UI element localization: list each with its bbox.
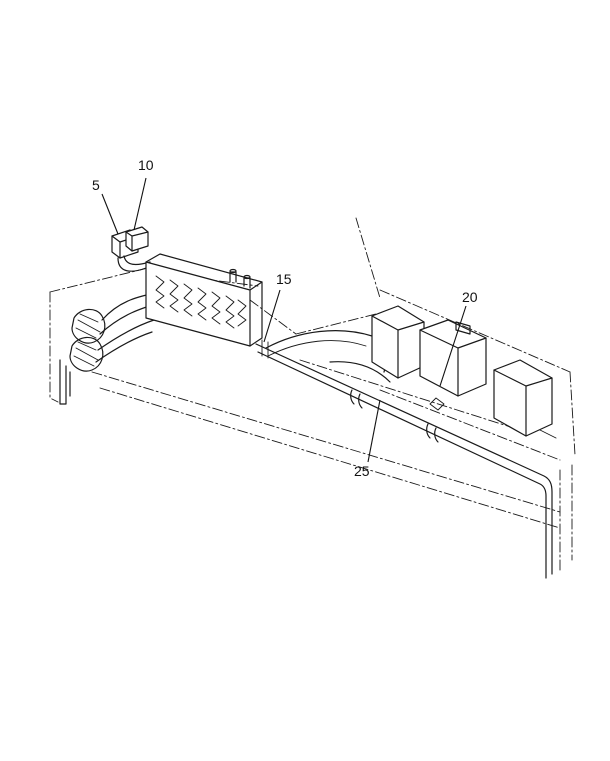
leader-25 [367, 399, 381, 463]
main-harness [255, 330, 553, 579]
callout-15: 15 [276, 271, 292, 287]
leader-20 [439, 305, 467, 387]
callout-5: 5 [92, 177, 100, 193]
callout-25: 25 [354, 463, 370, 479]
leader-lines [101, 177, 467, 463]
heater-core [145, 253, 263, 347]
leader-5 [101, 193, 119, 235]
leader-15 [263, 289, 281, 343]
phantom-body-outline [49, 217, 576, 571]
right-components [371, 305, 557, 439]
callout-labels: 5 10 15 20 25 [92, 157, 478, 479]
callout-20: 20 [462, 289, 478, 305]
leader-10 [133, 177, 147, 231]
callout-10: 10 [138, 157, 154, 173]
relay-block [111, 226, 151, 272]
